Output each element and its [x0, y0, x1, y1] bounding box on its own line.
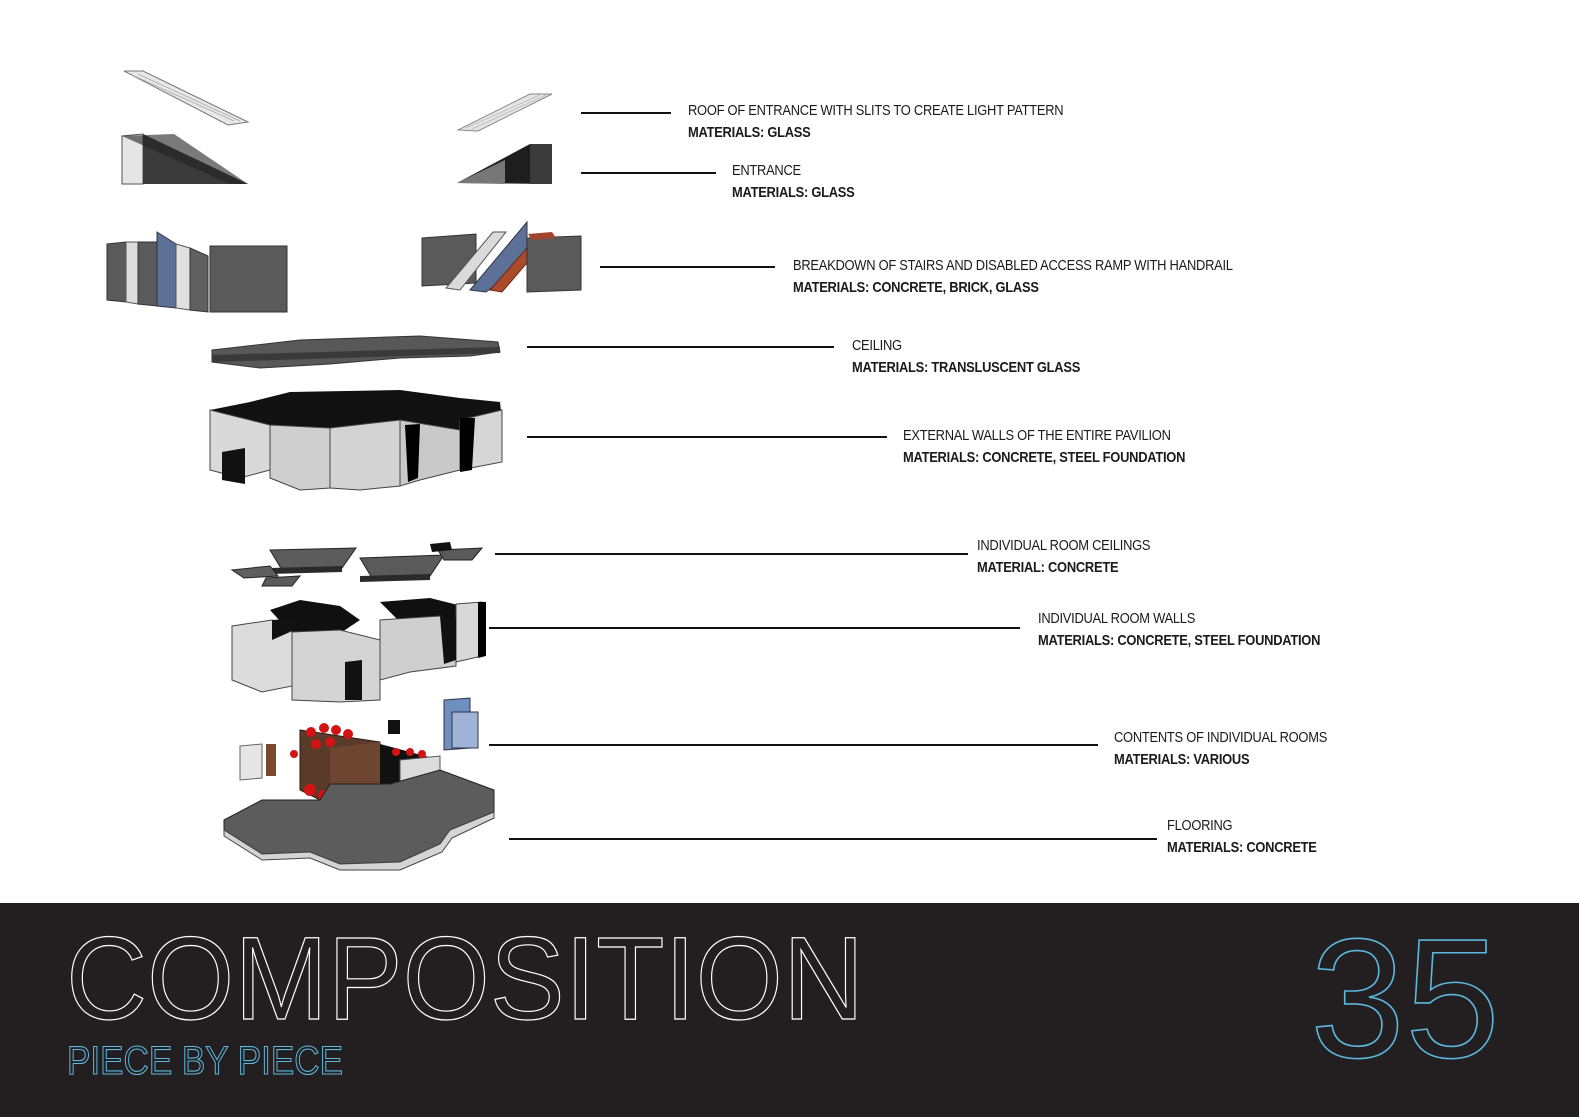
page-title: COMPOSITION — [66, 913, 864, 1045]
leader-line-room-walls — [489, 627, 1020, 629]
label-room-contents: CONTENTS OF INDIVIDUAL ROOMS MATERIALS: … — [1114, 727, 1362, 771]
entrance-roof-left — [123, 70, 250, 126]
room-walls — [231, 598, 486, 703]
page-subtitle: PIECE BY PIECE — [67, 1039, 343, 1083]
label-room-walls: INDIVIDUAL ROOM WALLS MATERIALS: CONCRET… — [1038, 608, 1366, 652]
component-materials: MATERIALS: CONCRETE, BRICK, GLASS — [793, 279, 1039, 296]
flooring — [223, 769, 495, 871]
footer-band — [0, 903, 1579, 1117]
component-materials: MATERIALS: VARIOUS — [1114, 751, 1250, 768]
component-materials: MATERIAL: CONCRETE — [977, 559, 1119, 576]
ceiling — [211, 335, 501, 369]
label-external-walls: EXTERNAL WALLS OF THE ENTIRE PAVILION MA… — [903, 425, 1231, 469]
component-name: EXTERNAL WALLS OF THE ENTIRE PAVILION — [903, 427, 1171, 444]
leader-line-entrance — [581, 172, 716, 174]
leader-line-roof-of-entrance — [581, 112, 671, 114]
page-number: 35 — [1310, 904, 1500, 1094]
entrance-roof-right — [456, 93, 553, 132]
label-roof-of-entrance: ROOF OF ENTRANCE WITH SLITS TO CREATE LI… — [688, 100, 1124, 144]
leader-line-stairs — [600, 266, 775, 268]
external-walls — [209, 390, 503, 491]
leader-line-flooring — [509, 838, 1157, 840]
component-name: BREAKDOWN OF STAIRS AND DISABLED ACCESS … — [793, 257, 1233, 274]
entrance-left — [121, 133, 248, 185]
component-name: ENTRANCE — [732, 162, 801, 179]
room-ceilings — [230, 542, 484, 587]
leader-line-external-walls — [527, 436, 887, 438]
component-materials: MATERIALS: CONCRETE — [1167, 839, 1317, 856]
label-room-ceilings: INDIVIDUAL ROOM CEILINGS MATERIAL: CONCR… — [977, 535, 1178, 579]
component-materials: MATERIALS: CONCRETE, STEEL FOUNDATION — [1038, 632, 1321, 649]
label-flooring: FLOORING MATERIALS: CONCRETE — [1167, 815, 1341, 859]
leader-line-room-contents — [489, 744, 1098, 746]
component-name: FLOORING — [1167, 817, 1233, 834]
component-name: CEILING — [852, 337, 902, 354]
component-materials: MATERIALS: CONCRETE, STEEL FOUNDATION — [903, 449, 1186, 466]
component-materials: MATERIALS: GLASS — [732, 184, 855, 201]
label-stairs: BREAKDOWN OF STAIRS AND DISABLED ACCESS … — [793, 255, 1304, 299]
entrance-right — [457, 144, 552, 184]
component-materials: MATERIALS: TRANSLUSCENT GLASS — [852, 359, 1081, 376]
component-name: INDIVIDUAL ROOM CEILINGS — [977, 537, 1151, 554]
label-entrance: ENTRANCE MATERIALS: GLASS — [732, 160, 874, 204]
stairs-left — [106, 231, 288, 313]
component-name: INDIVIDUAL ROOM WALLS — [1038, 610, 1196, 627]
component-name: CONTENTS OF INDIVIDUAL ROOMS — [1114, 729, 1328, 746]
label-ceiling: CEILING MATERIALS: TRANSLUSCENT GLASS — [852, 335, 1117, 379]
component-materials: MATERIALS: GLASS — [688, 124, 811, 141]
stairs-right — [421, 220, 582, 293]
leader-line-room-ceilings — [495, 553, 968, 555]
component-name: ROOF OF ENTRANCE WITH SLITS TO CREATE LI… — [688, 102, 1064, 119]
footer-titles: COMPOSITION PIECE BY PIECE 35 — [65, 903, 1500, 1095]
leader-line-ceiling — [527, 346, 834, 348]
